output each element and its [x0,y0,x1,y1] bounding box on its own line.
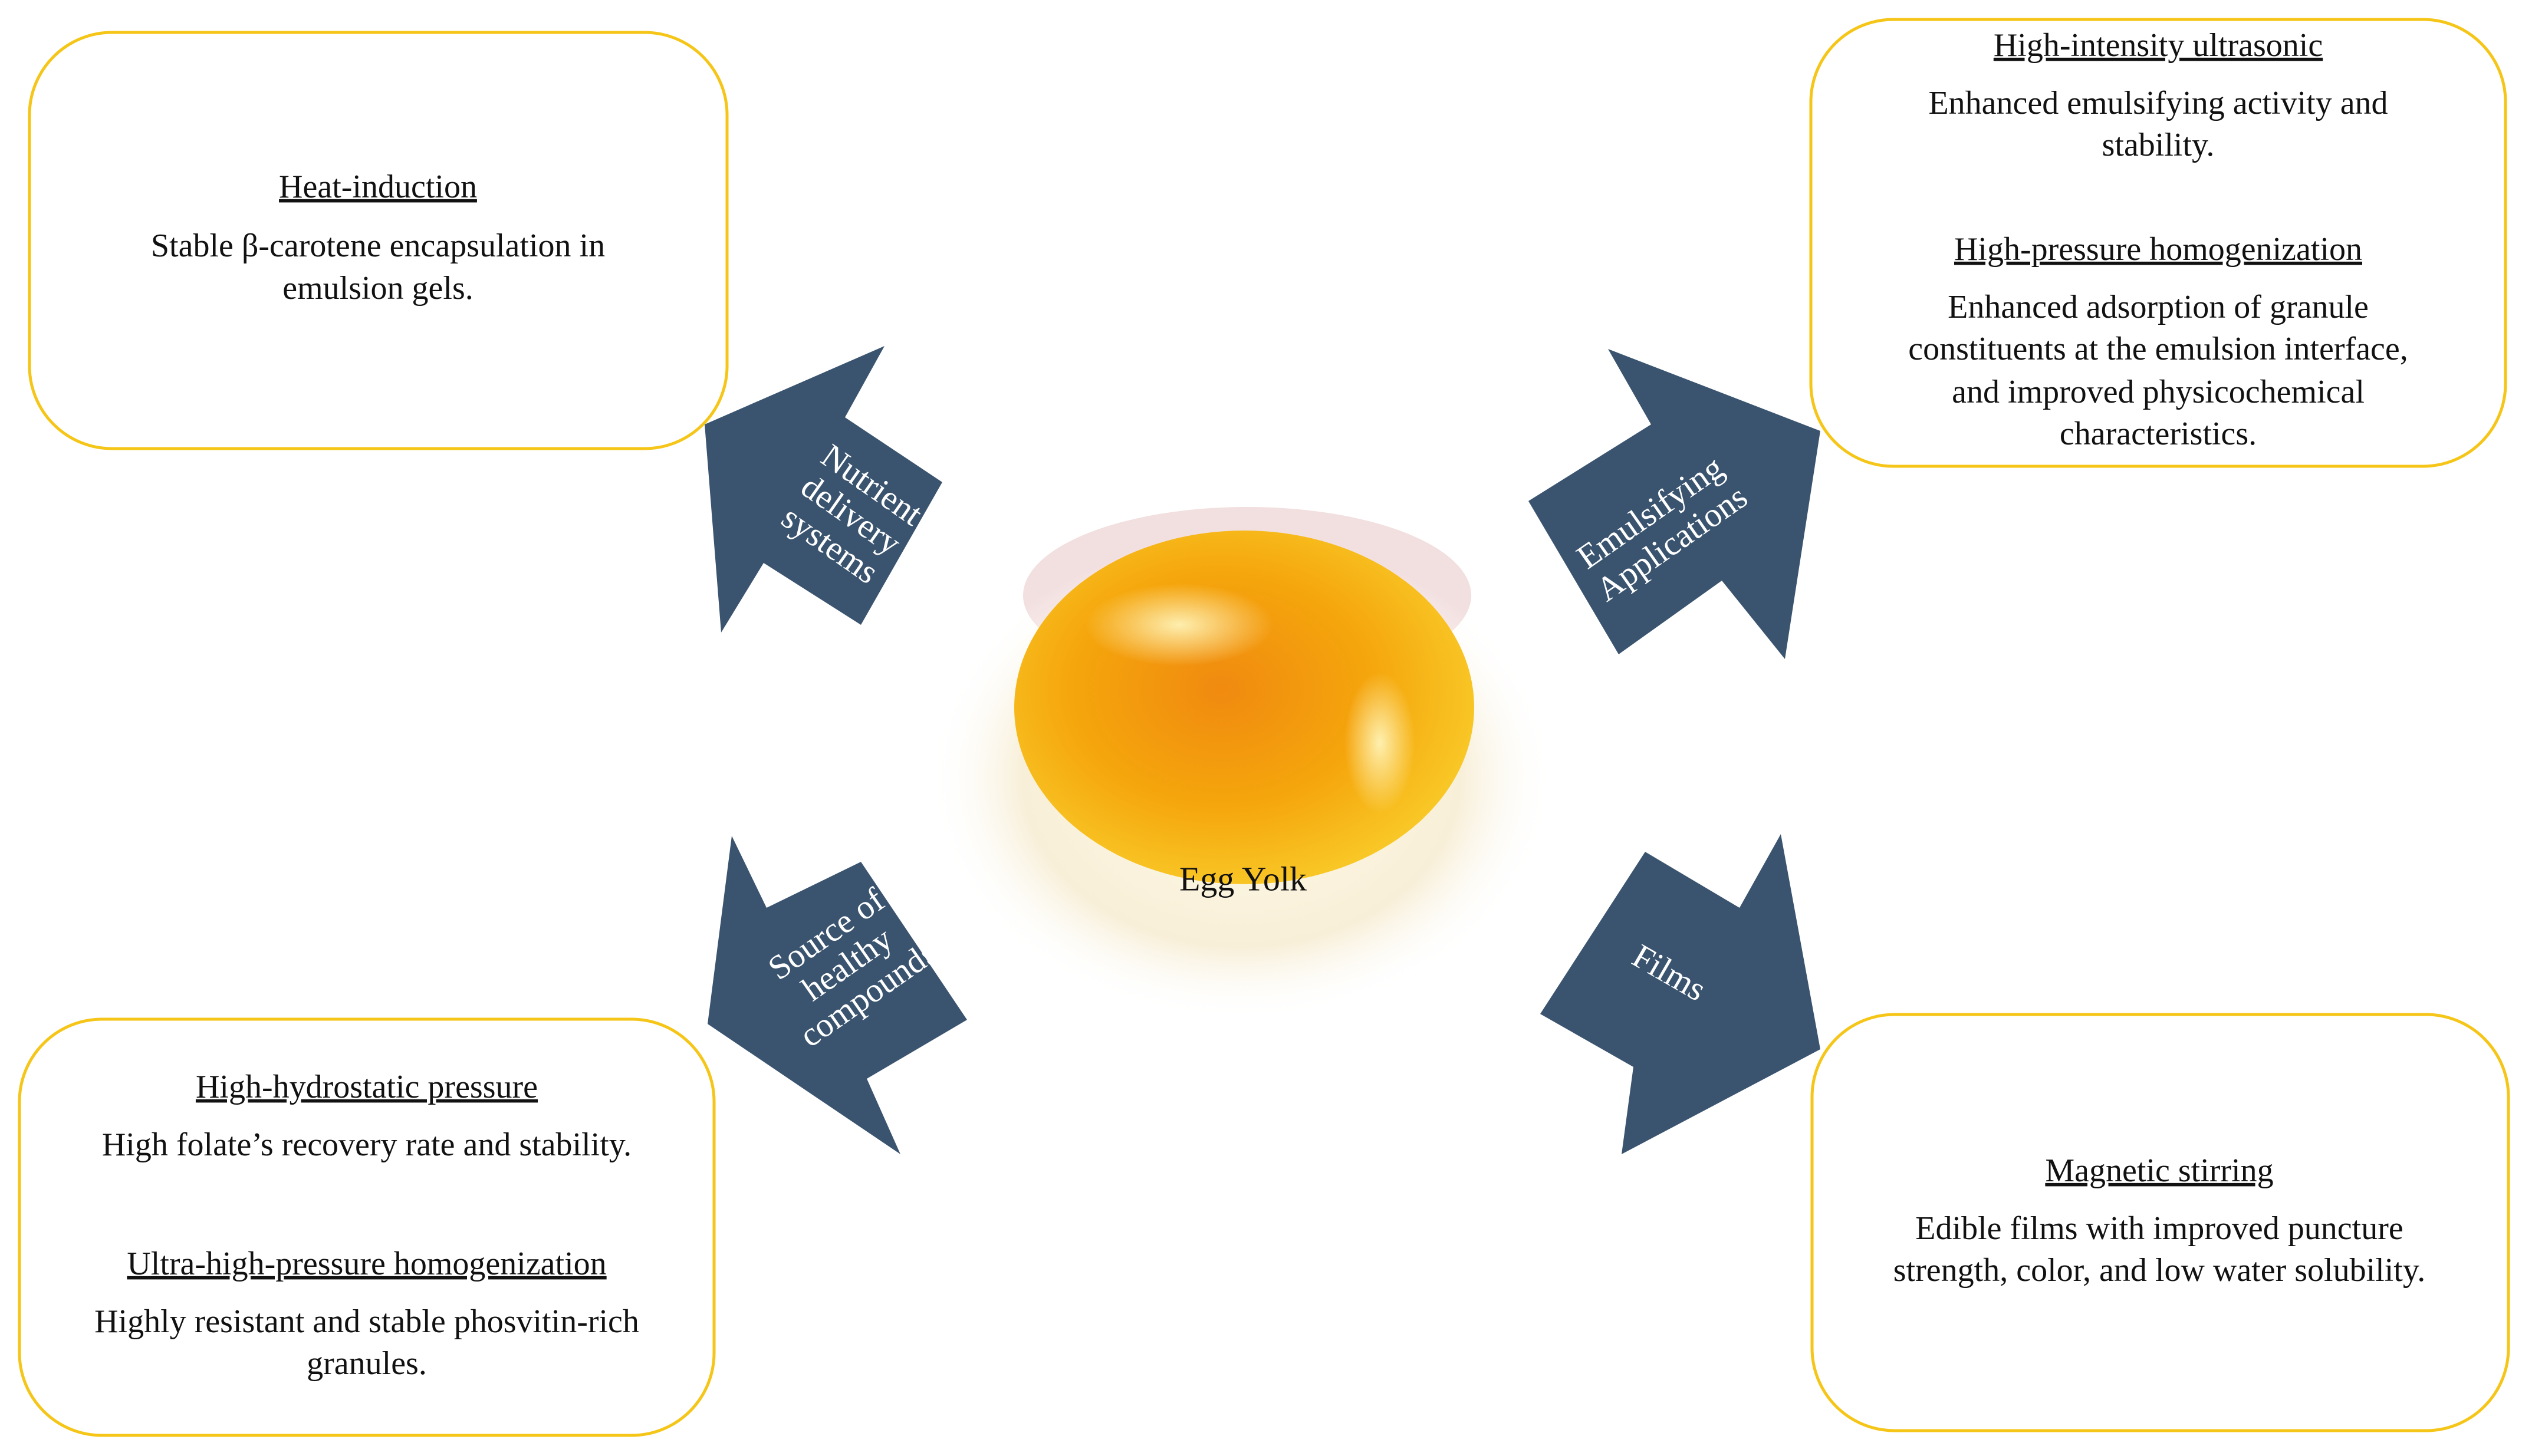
svg-text:High folate’s recovery rate an: High folate’s recovery rate and stabilit… [102,1126,632,1163]
arrow-films [1540,834,1820,1154]
svg-text:characteristics.: characteristics. [2060,416,2257,452]
box-bottom-left: High-hydrostatic pressure High folate’s … [18,1017,716,1437]
svg-text:Edible films with improved pun: Edible films with improved puncture [1915,1210,2403,1247]
svg-text:Enhanced adsorption of granule: Enhanced adsorption of granule [1948,289,2369,325]
svg-text:Stable β-carotene encapsulatio: Stable β-carotene encapsulation in [151,228,605,264]
svg-text:strength, color, and low water: strength, color, and low water solubilit… [1893,1252,2425,1289]
svg-text:granules.: granules. [307,1345,427,1382]
box-title: High-pressure homogenization [1954,231,2362,268]
svg-text:stability.: stability. [2102,127,2215,163]
svg-text:constituents at the emulsion i: constituents at the emulsion interface, [1908,331,2408,367]
arrow-source-healthy-compounds [708,836,967,1154]
arrow-nutrient-delivery [705,346,942,633]
box-title: Ultra-high-pressure homogenization [127,1246,606,1282]
egg-yolk-image [929,507,1554,1020]
box-bottom-right: Magnetic stirring Edible films with impr… [1810,1013,2510,1432]
box-top-right: High-intensity ultrasonic Enhanced emuls… [1809,18,2507,468]
box-title: Magnetic stirring [2045,1152,2273,1189]
arrow-emulsifying-applications [1528,349,1820,659]
box-title: High-hydrostatic pressure [196,1069,538,1105]
box-top-left: Heat-induction Stable β-carotene encapsu… [28,31,729,450]
svg-text:and improved physicochemical: and improved physicochemical [1952,374,2365,410]
box-title: High-intensity ultrasonic [1994,27,2323,64]
svg-text:emulsion gels.: emulsion gels. [282,270,474,307]
box-title: Heat-induction [279,169,477,205]
egg-yolk-label: Egg Yolk [1179,859,1307,898]
svg-text:Enhanced emulsifying activity: Enhanced emulsifying activity and [1928,85,2388,121]
svg-text:Highly resistant and stable ph: Highly resistant and stable phosvitin-ri… [94,1303,639,1340]
